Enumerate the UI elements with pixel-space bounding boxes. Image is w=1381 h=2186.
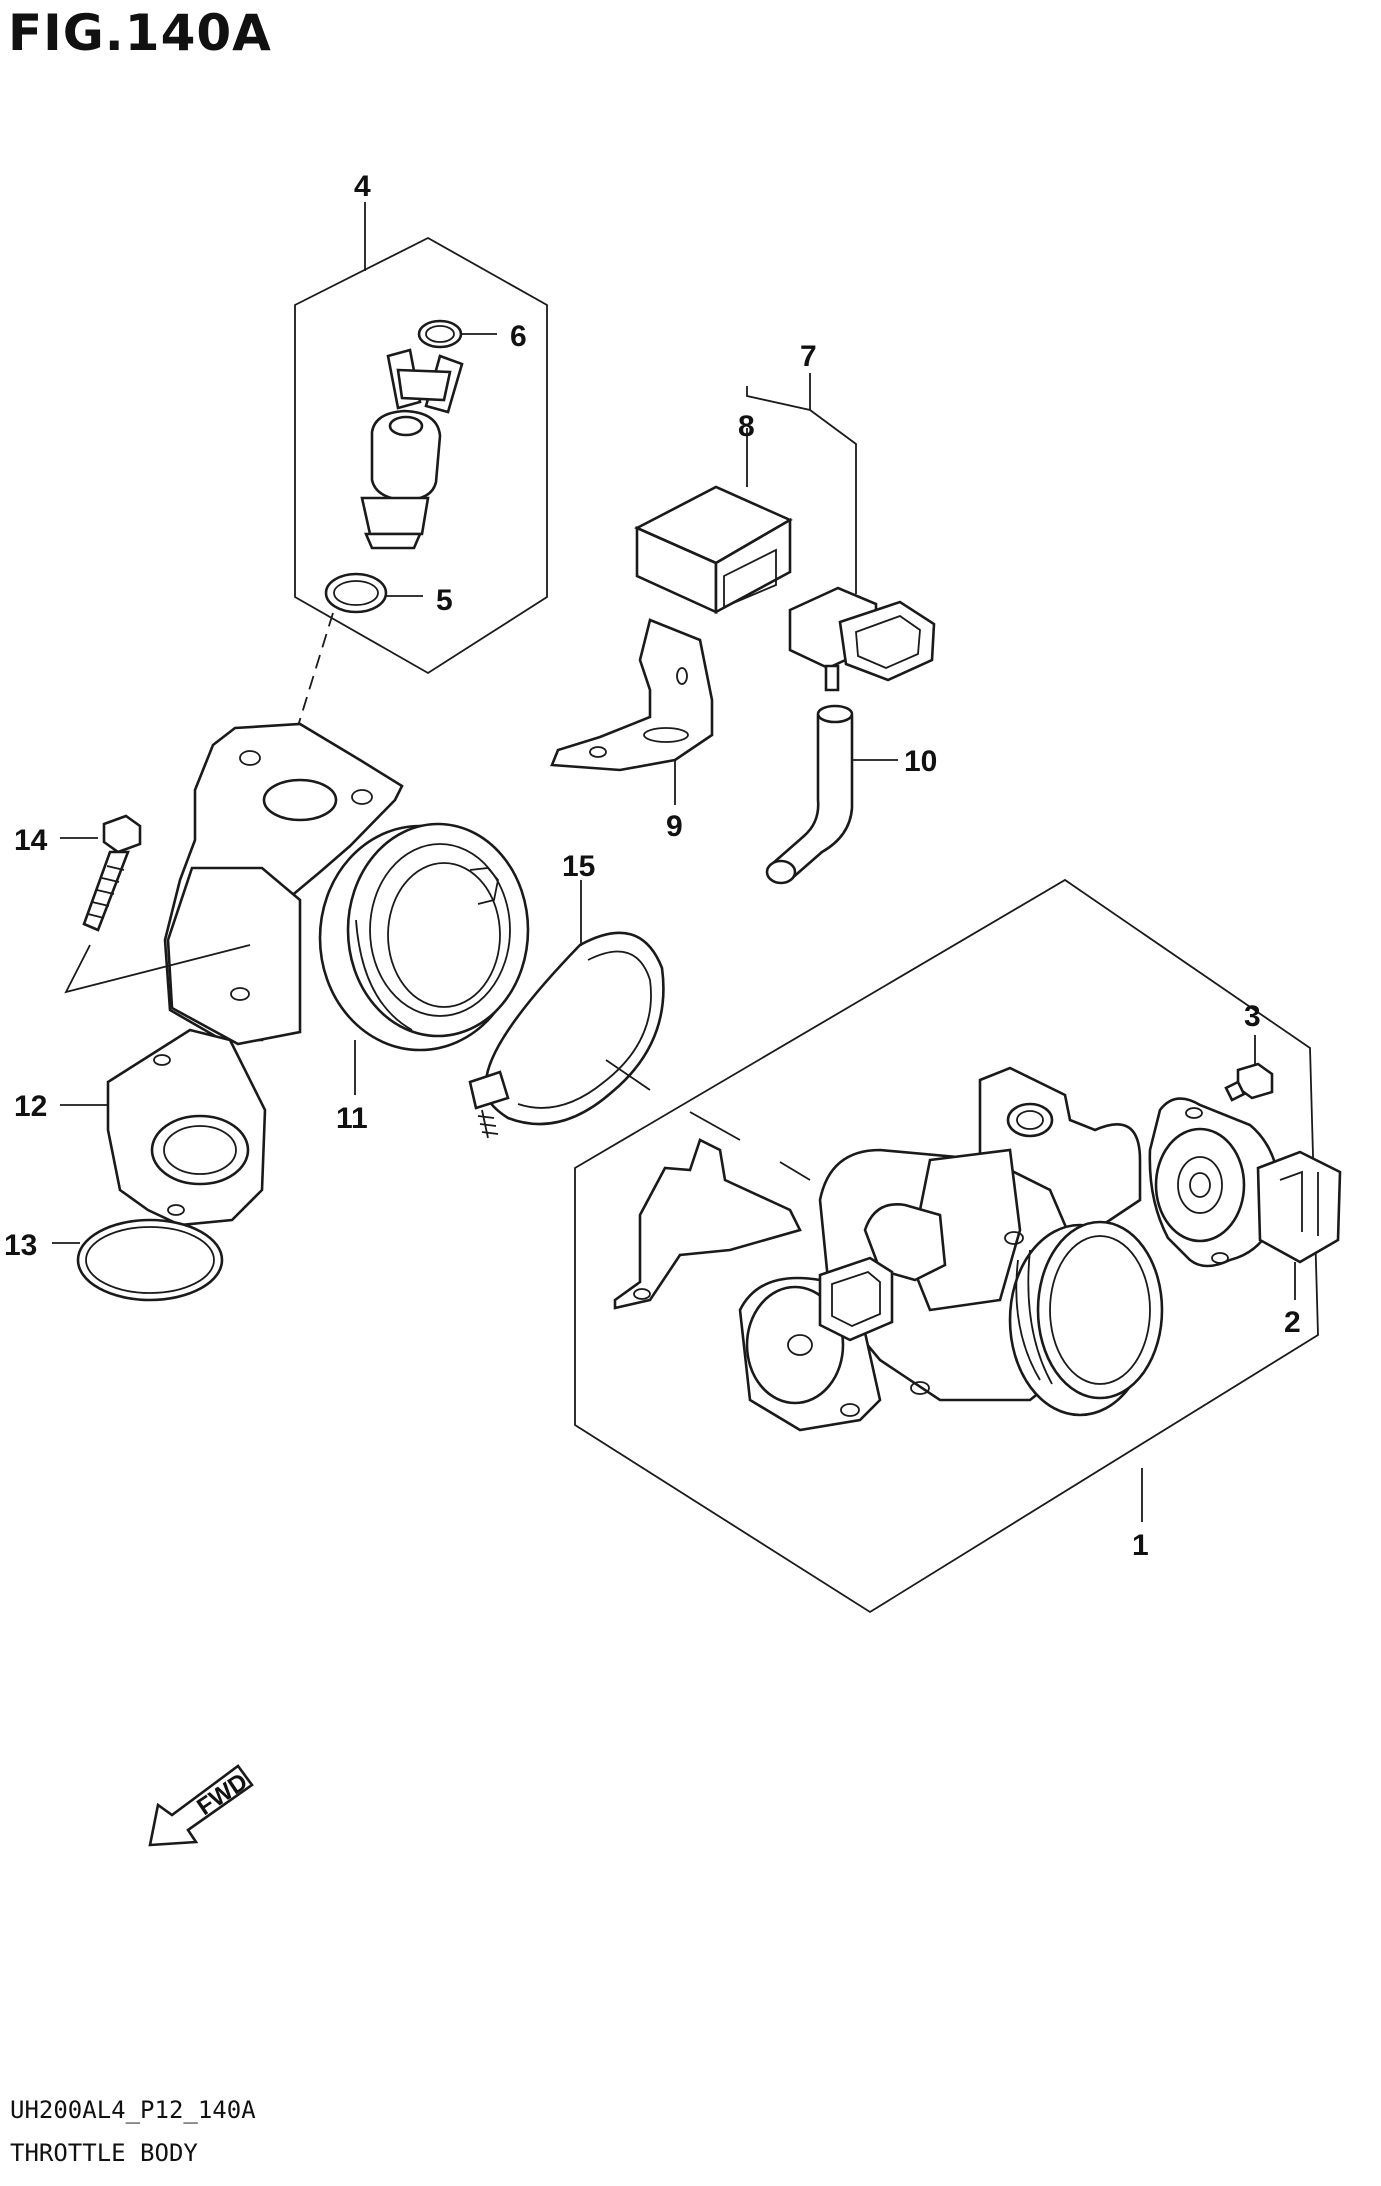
callout-12: 12 (14, 1090, 47, 1123)
callout-13: 13 (4, 1229, 37, 1262)
callout-15: 15 (562, 850, 595, 883)
callout-8: 8 (738, 410, 755, 443)
figure-title: FIG.140A (8, 4, 272, 62)
o-ring-icon (324, 572, 423, 614)
callout-1: 1 (1132, 1529, 1149, 1562)
callout-6: 6 (510, 320, 527, 353)
throttle-position-sensor-icon (1148, 1097, 1342, 1300)
callout-7: 7 (800, 340, 817, 373)
figure-code: UH200AL4_P12_140A (10, 2096, 256, 2124)
callout-9: 9 (666, 810, 683, 843)
o-ring-icon (52, 1218, 224, 1302)
fuel-injector-icon (360, 348, 464, 550)
hose-icon (765, 704, 898, 885)
callout-3: 3 (1244, 1000, 1261, 1033)
fwd-arrow-icon: FWD (148, 1764, 254, 1847)
sensor-cover-icon (633, 428, 793, 615)
screw-icon (1224, 1035, 1274, 1102)
callout-2: 2 (1284, 1306, 1301, 1339)
group-frame-1 (574, 878, 1319, 1614)
intake-pipe-icon (163, 722, 530, 1095)
o-ring-icon (417, 319, 497, 349)
guide-lines (64, 944, 251, 994)
insulator-icon (60, 1028, 267, 1227)
sensor-icon (788, 586, 936, 692)
figure-name: THROTTLE BODY (10, 2139, 198, 2167)
callout-5: 5 (436, 584, 453, 617)
bracket-icon (550, 618, 714, 805)
clamp-icon (468, 880, 665, 1139)
callouts: 1 2 3 4 5 6 7 8 9 10 11 12 13 14 15 (4, 170, 1301, 1562)
throttle-body-icon (613, 1066, 1164, 1432)
bolt-icon (60, 814, 142, 932)
group-frame-7 (746, 373, 857, 594)
callout-11: 11 (336, 1102, 368, 1135)
callout-10: 10 (904, 745, 937, 778)
callout-14: 14 (14, 824, 48, 857)
callout-4: 4 (354, 170, 371, 203)
